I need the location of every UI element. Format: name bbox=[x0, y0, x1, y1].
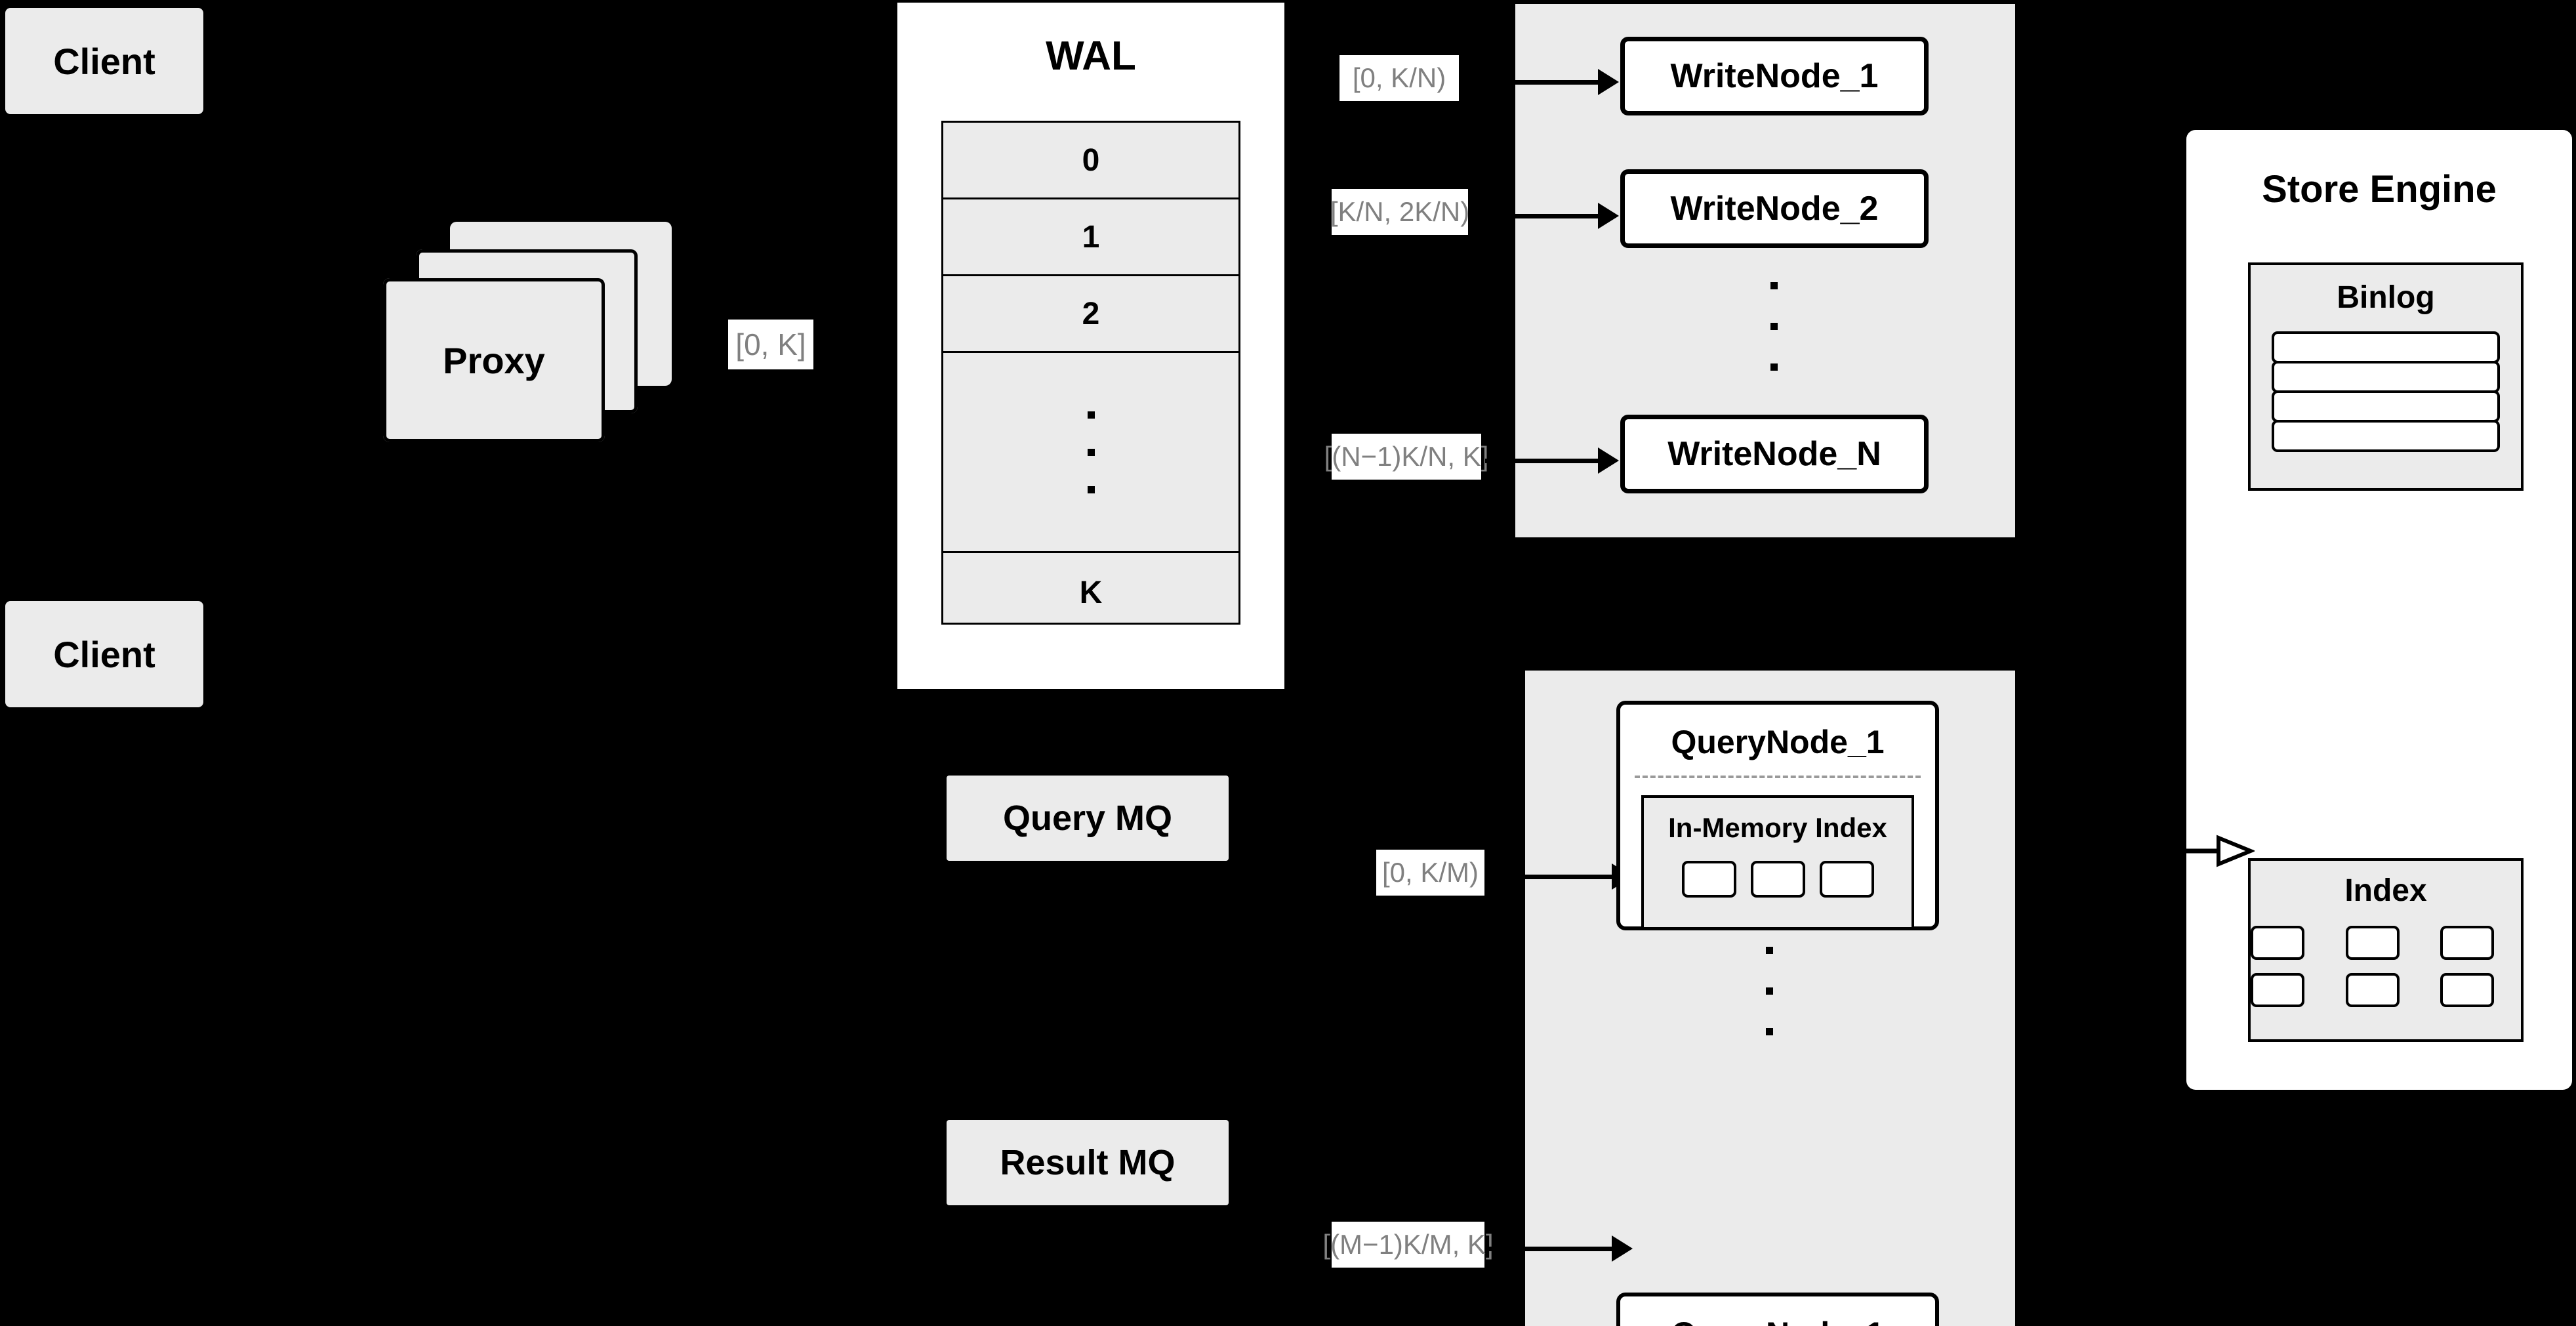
query-node-1-index-cells bbox=[1681, 861, 1874, 898]
arrow-to-query-node-m bbox=[1489, 1235, 1633, 1262]
result-mq-node[interactable]: Result MQ bbox=[947, 1120, 1229, 1205]
wal-segment-row-ellipsis bbox=[943, 353, 1238, 553]
binlog-rows bbox=[2272, 331, 2500, 452]
binlog-row[interactable] bbox=[2272, 390, 2500, 423]
query-node-m-range-chip: [(M−1)K/M, K] bbox=[1322, 1222, 1494, 1268]
index-cell[interactable] bbox=[1750, 861, 1805, 898]
arrow-to-write-node-1 bbox=[1473, 69, 1619, 95]
write-node-n[interactable]: WriteNode_N bbox=[1620, 415, 1929, 493]
query-mq-node[interactable]: Query MQ bbox=[947, 776, 1229, 861]
binlog-label: Binlog bbox=[2337, 280, 2435, 315]
index-cell[interactable] bbox=[2345, 973, 2400, 1007]
store-engine-title: Store Engine bbox=[2262, 168, 2497, 211]
store-index-grid bbox=[2251, 926, 2521, 1007]
wal-segment-row[interactable]: 0 bbox=[943, 123, 1238, 199]
query-node-1-in-memory-index: In-Memory Index bbox=[1641, 795, 1914, 930]
query-node-1-in-memory-index-label: In-Memory Index bbox=[1668, 812, 1887, 843]
query-node-1-divider bbox=[1635, 776, 1921, 778]
arrow-to-write-node-2 bbox=[1473, 203, 1619, 229]
write-node-1-range-label: [0, K/N) bbox=[1352, 62, 1446, 93]
write-node-n-label: WriteNode_N bbox=[1667, 435, 1881, 473]
client-node-2-label: Client bbox=[53, 633, 155, 675]
wal-segment-row[interactable]: 1 bbox=[943, 199, 1238, 276]
arrow-to-query-node-1 bbox=[1489, 863, 1633, 890]
query-node-1-range-chip: [0, K/M) bbox=[1376, 850, 1484, 896]
index-cell[interactable] bbox=[1819, 861, 1874, 898]
query-node-m[interactable]: QueryNode_1 In-Memory Index bbox=[1616, 1293, 1939, 1326]
write-node-1-label: WriteNode_1 bbox=[1670, 57, 1879, 95]
query-node-1[interactable]: QueryNode_1 In-Memory Index bbox=[1616, 701, 1939, 930]
write-node-n-range-label: [(N−1)K/N, K] bbox=[1324, 441, 1489, 472]
index-cell[interactable] bbox=[1681, 861, 1736, 898]
write-node-n-range-chip: [(N−1)K/N, K] bbox=[1324, 434, 1488, 480]
binlog-row[interactable] bbox=[2272, 331, 2500, 363]
wal-vertical-ellipsis bbox=[1087, 411, 1095, 493]
index-cell[interactable] bbox=[2440, 973, 2495, 1007]
proxy-output-range-chip: [0, K] bbox=[728, 320, 813, 369]
write-node-1-range-chip: [0, K/N) bbox=[1339, 55, 1459, 101]
client-node-2[interactable]: Client bbox=[5, 601, 203, 707]
query-cluster-vertical-ellipsis bbox=[1766, 947, 1773, 1035]
wal-segment-row[interactable]: K bbox=[1079, 575, 1103, 610]
arrow-to-binlog bbox=[2182, 833, 2576, 869]
store-index-box: Index bbox=[2248, 858, 2524, 1042]
proxy-label: Proxy bbox=[443, 339, 545, 381]
index-cell[interactable] bbox=[2251, 973, 2304, 1007]
binlog-box: Binlog bbox=[2248, 262, 2524, 491]
wal-segment-table: 0 1 2 K bbox=[941, 121, 1240, 625]
write-node-2-range-chip: [K/N, 2K/N) bbox=[1330, 189, 1470, 235]
write-node-2-label: WriteNode_2 bbox=[1670, 190, 1879, 228]
index-cell[interactable] bbox=[2345, 926, 2400, 960]
query-mq-label: Query MQ bbox=[1002, 798, 1173, 838]
binlog-row[interactable] bbox=[2272, 420, 2500, 452]
write-node-2-range-label: [K/N, 2K/N) bbox=[1330, 196, 1470, 227]
write-cluster-vertical-ellipsis bbox=[1770, 282, 1778, 371]
query-node-1-range-label: [0, K/M) bbox=[1381, 857, 1479, 888]
index-cell[interactable] bbox=[2440, 926, 2495, 960]
write-node-2[interactable]: WriteNode_2 bbox=[1620, 169, 1929, 248]
query-node-m-range-label: [(M−1)K/M, K] bbox=[1322, 1229, 1494, 1260]
binlog-row[interactable] bbox=[2272, 361, 2500, 393]
proxy-output-range-label: [0, K] bbox=[735, 327, 806, 362]
store-index-label: Index bbox=[2344, 873, 2427, 908]
write-node-1[interactable]: WriteNode_1 bbox=[1620, 37, 1929, 115]
wal-title: WAL bbox=[1046, 33, 1136, 79]
index-cell[interactable] bbox=[2251, 926, 2304, 960]
proxy-node[interactable]: Proxy bbox=[383, 278, 605, 442]
client-node-1[interactable]: Client bbox=[5, 8, 203, 114]
client-node-1-label: Client bbox=[53, 40, 155, 82]
result-mq-label: Result MQ bbox=[1000, 1143, 1176, 1182]
query-node-m-label: QueryNode_1 bbox=[1620, 1315, 1935, 1326]
wal-segment-row[interactable]: 2 bbox=[943, 276, 1238, 353]
query-node-1-label: QueryNode_1 bbox=[1671, 724, 1885, 760]
arrow-to-write-node-n bbox=[1485, 447, 1619, 474]
